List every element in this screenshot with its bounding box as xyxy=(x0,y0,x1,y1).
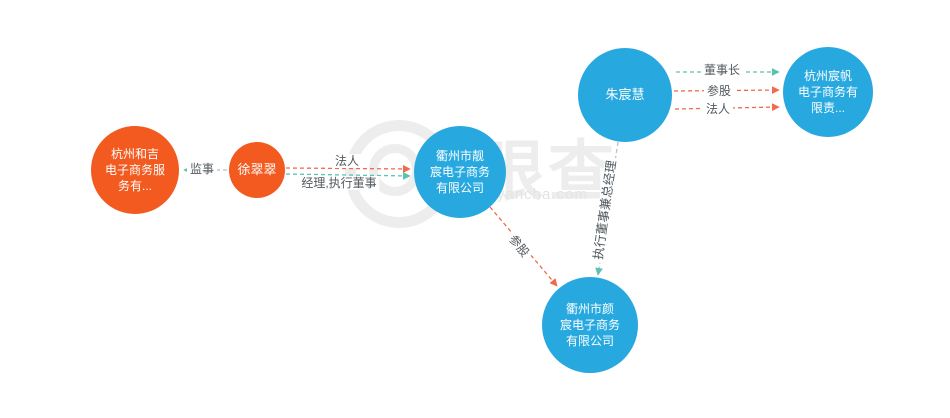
node-zhu-chenhui-person[interactable]: 朱宸慧 xyxy=(578,48,672,142)
edge-label-legal-rep-1: 法人 xyxy=(331,154,363,168)
edge-label-chairman: 董事长 xyxy=(700,63,744,77)
node-label: 朱宸慧 xyxy=(605,87,645,103)
edge-label-manager-exec-director: 经理,执行董事 xyxy=(298,176,380,190)
edge-label-legal-rep-2: 法人 xyxy=(702,102,734,116)
node-label: 衢州市颜 宸电子商务 有限公司 xyxy=(559,301,620,349)
node-quzhou-yanchen-company[interactable]: 衢州市颜 宸电子商务 有限公司 xyxy=(542,277,638,373)
node-hangzhou-chenfan-company[interactable]: 杭州宸帆 电子商务有 限责... xyxy=(783,47,873,137)
node-quzhou-liangchen-company[interactable]: 衢州市靓 宸电子商务 有限公司 xyxy=(414,126,506,218)
node-xu-cuicui-person[interactable]: 徐翠翠 xyxy=(229,142,285,198)
node-label: 衢州市靓 宸电子商务 有限公司 xyxy=(429,148,490,196)
edge-label-supervisor: 监事 xyxy=(186,162,218,176)
node-label: 杭州和吉 电子商务服 务有... xyxy=(104,146,165,194)
edge-label-shareholding-2: 参股 xyxy=(703,84,735,98)
watermark-domain-text: yancha.com xyxy=(497,186,588,203)
node-label: 杭州宸帆 电子商务有 限责... xyxy=(797,68,858,116)
node-hangzhou-heji-company[interactable]: 杭州和吉 电子商务服 务有... xyxy=(91,126,179,214)
node-label: 徐翠翠 xyxy=(237,162,277,178)
edge-line-legal-rep-1 xyxy=(285,165,411,173)
